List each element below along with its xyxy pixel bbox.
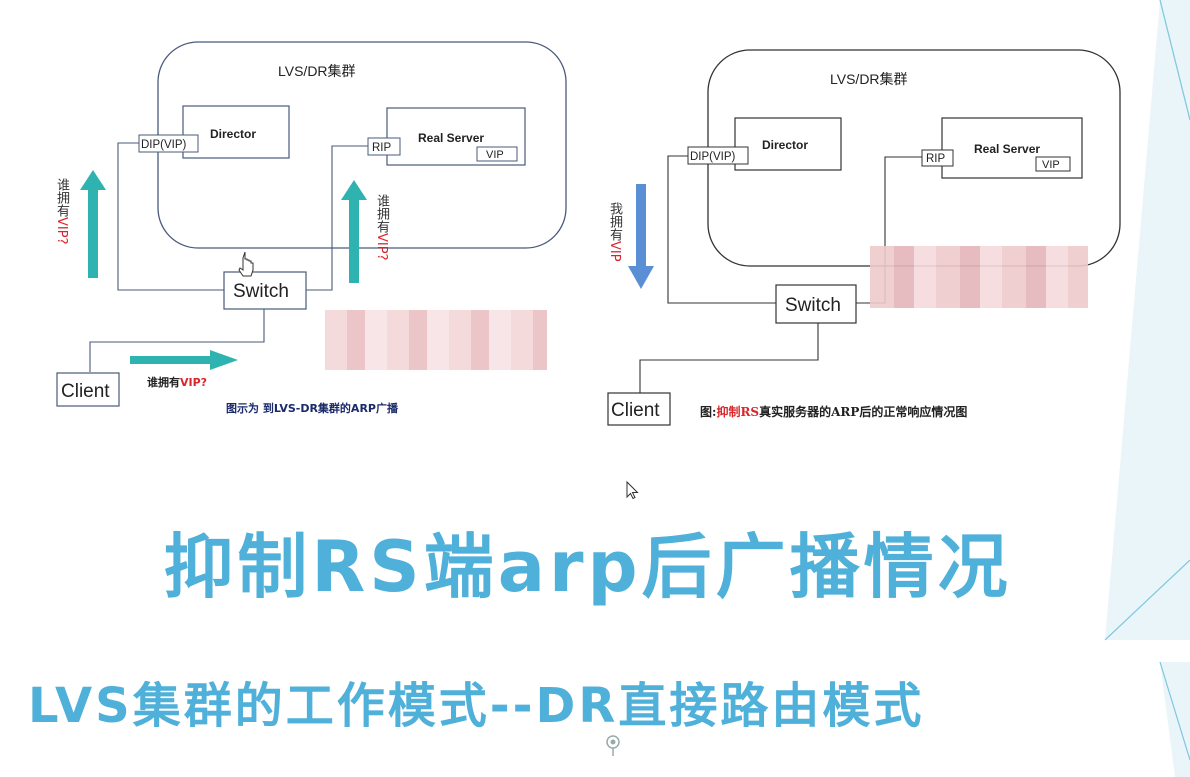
right-diagram: LVS/DR集群 Director DIP(VIP) Real Server V…	[606, 49, 1121, 756]
right-caption: 图:抑制RS真实服务器的ARP后的正常响应情况图	[700, 403, 967, 420]
left-question-right-prefix: 谁拥有	[374, 194, 389, 233]
right-net-line-director	[667, 155, 776, 304]
subheadline-title: LVS集群的工作模式--DR直接路由模式	[28, 678, 925, 734]
left-arrow-question-right: 谁拥有VIP?	[373, 194, 389, 260]
left-client-question-vip: VIP?	[180, 376, 208, 389]
left-director-box	[182, 105, 290, 159]
left-net-line-rs	[306, 145, 368, 291]
left-up-arrow-1	[80, 170, 106, 278]
right-switch-box	[775, 284, 857, 324]
left-net-line-director	[117, 142, 224, 291]
left-net-line-client	[89, 309, 265, 372]
right-switch-label: Switch	[785, 295, 841, 316]
right-arrow-text: 我拥有VIP	[606, 202, 622, 262]
right-director-box	[734, 117, 842, 171]
redacted-area-right	[870, 246, 1088, 308]
left-director-label: Director	[210, 127, 256, 141]
left-client-question-prefix: 谁拥有	[147, 376, 180, 389]
target-icon	[606, 735, 620, 756]
left-client-question: 谁拥有VIP?	[147, 374, 207, 390]
right-rip-box	[921, 149, 954, 167]
right-net-line-client	[639, 323, 819, 393]
redacted-area-left	[325, 310, 547, 370]
hand-cursor-icon	[238, 251, 254, 277]
right-arrow-text-vip: VIP	[607, 241, 622, 262]
left-question-left-vip: VIP?	[54, 217, 69, 245]
left-dip-label: DIP(VIP)	[141, 139, 187, 151]
left-vip-label: VIP	[486, 149, 504, 161]
left-caption: 图示为 到LVS-DR集群的ARP广播	[226, 402, 398, 415]
right-caption-suffix: 真实服务器的ARP后的正常响应情况图	[759, 405, 968, 419]
right-caption-highlight: 抑制RS	[716, 405, 760, 419]
left-switch-box	[223, 271, 307, 310]
right-arrow-text-prefix: 我拥有	[607, 202, 622, 241]
left-question-right-vip: VIP?	[374, 233, 389, 261]
left-switch-label: Switch	[233, 281, 289, 302]
right-rs-label: Real Server	[974, 142, 1040, 156]
right-vip-box	[1035, 156, 1071, 172]
right-vip-label: VIP	[1042, 159, 1060, 171]
left-rip-label: RIP	[372, 142, 392, 154]
left-up-arrow-2	[341, 180, 367, 283]
right-client-label: Client	[611, 400, 660, 421]
left-client-box	[56, 372, 120, 407]
left-cluster-title: LVS/DR集群	[278, 63, 356, 79]
left-client-label: Client	[61, 381, 110, 402]
left-question-left-prefix: 谁拥有	[54, 178, 69, 217]
left-rs-label: Real Server	[418, 131, 484, 145]
right-cluster-title: LVS/DR集群	[830, 71, 908, 87]
right-caption-prefix: 图:	[700, 405, 717, 419]
arrow-cursor-icon	[626, 480, 639, 500]
headline-title: 抑制RS端arp后广播情况	[163, 526, 1012, 608]
slide-edge-decoration	[1104, 0, 1190, 777]
left-right-arrow	[130, 350, 238, 370]
right-down-arrow	[628, 184, 654, 289]
right-dip-label: DIP(VIP)	[690, 151, 736, 163]
left-diagram: LVS/DR集群 Director DIP(VIP) Real Server V…	[56, 41, 567, 407]
right-client-box	[607, 392, 671, 426]
left-vip-box	[476, 146, 518, 162]
right-rip-label: RIP	[926, 153, 946, 165]
left-arrow-question-left: 谁拥有VIP?	[53, 178, 69, 244]
right-director-label: Director	[762, 138, 808, 152]
